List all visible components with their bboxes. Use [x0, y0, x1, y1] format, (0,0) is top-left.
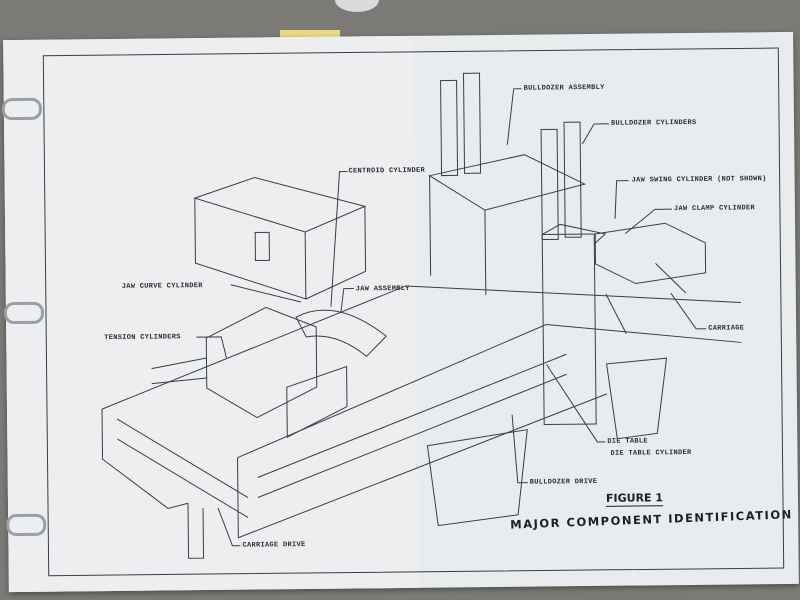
label-jaw-clamp-cylinder: JAW CLAMP CYLINDER: [673, 204, 755, 214]
machine-drawing: [42, 47, 785, 577]
label-die-table: DIE TABLE: [607, 437, 648, 446]
label-carriage-drive: CARRIAGE DRIVE: [242, 541, 306, 550]
document-page: BULLDOZER ASSEMBLY BULLDOZER CYLINDERS J…: [1, 31, 799, 593]
desk-object: [335, 0, 379, 12]
page-border: [42, 47, 785, 577]
label-jaw-curve-cylinder: JAW CURVE CYLINDER: [121, 282, 203, 291]
leader-lines: [196, 88, 707, 547]
machine-bed: [101, 285, 742, 559]
figure-title: FIGURE 1: [605, 491, 664, 507]
label-bulldozer-drive: BULLDOZER DRIVE: [529, 477, 598, 487]
label-tension-cylinders: TENSION CYLINDERS: [104, 333, 181, 343]
jaw-assembly: [151, 306, 388, 439]
label-centroid-cylinder: CENTROID CYLINDER: [348, 166, 426, 176]
label-jaw-swing-cylinder: JAW SWING CYLINDER (NOT SHOWN): [631, 175, 767, 185]
page-tab: [280, 30, 340, 38]
label-bulldozer-assembly: BULLDOZER ASSEMBLY: [523, 83, 605, 93]
label-bulldozer-cylinders: BULLDOZER CYLINDERS: [610, 118, 697, 128]
label-carriage: CARRIAGE: [708, 324, 745, 333]
bulldozer-towers: [428, 72, 607, 426]
control-building: [193, 177, 367, 300]
label-jaw-assembly: JAW ASSEMBLY: [355, 284, 410, 294]
pedestals: [426, 357, 668, 527]
carriage-assembly: [594, 222, 707, 334]
label-die-table-cylinder: DIE TABLE CYLINDER: [610, 448, 692, 458]
